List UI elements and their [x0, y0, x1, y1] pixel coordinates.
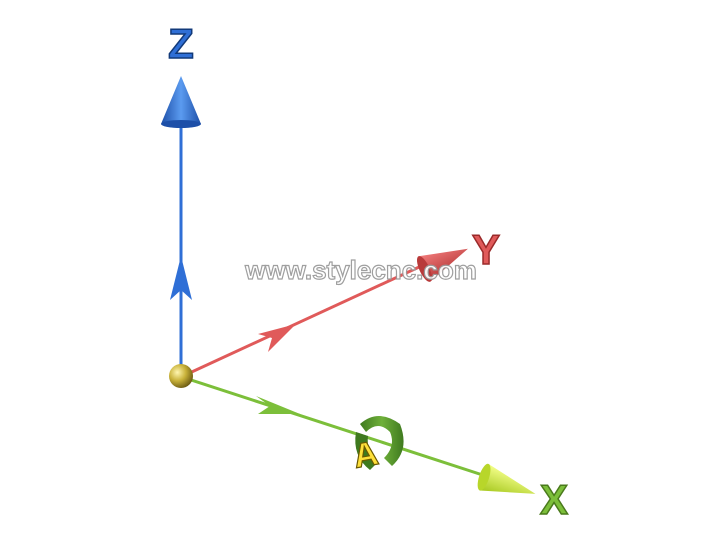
z-axis-cone-arrowhead: [161, 76, 201, 127]
z-axis: Z: [161, 19, 201, 376]
z-axis-label: Z: [168, 20, 194, 67]
x-axis-direction-arrow: [256, 396, 300, 414]
watermark-text: www.stylecnc.com: [244, 255, 477, 285]
y-axis-direction-arrow: [258, 324, 296, 352]
a-rotation-indicator: A: [350, 416, 404, 476]
y-axis-line: [182, 260, 431, 378]
y-axis: Y: [182, 225, 501, 378]
y-axis-cone-arrowhead: [416, 248, 468, 282]
x-axis: X: [184, 376, 569, 524]
origin-sphere: [169, 364, 193, 388]
x-axis-label: X: [540, 476, 568, 523]
x-axis-line: [184, 376, 499, 482]
y-axis-label: Y: [472, 226, 500, 273]
z-axis-cone-base: [161, 120, 201, 128]
z-axis-direction-arrow: [170, 256, 192, 300]
a-rotation-ring-front: [355, 432, 378, 470]
a-rotation-ring: [360, 416, 404, 466]
x-axis-cone-arrowhead: [477, 463, 536, 494]
